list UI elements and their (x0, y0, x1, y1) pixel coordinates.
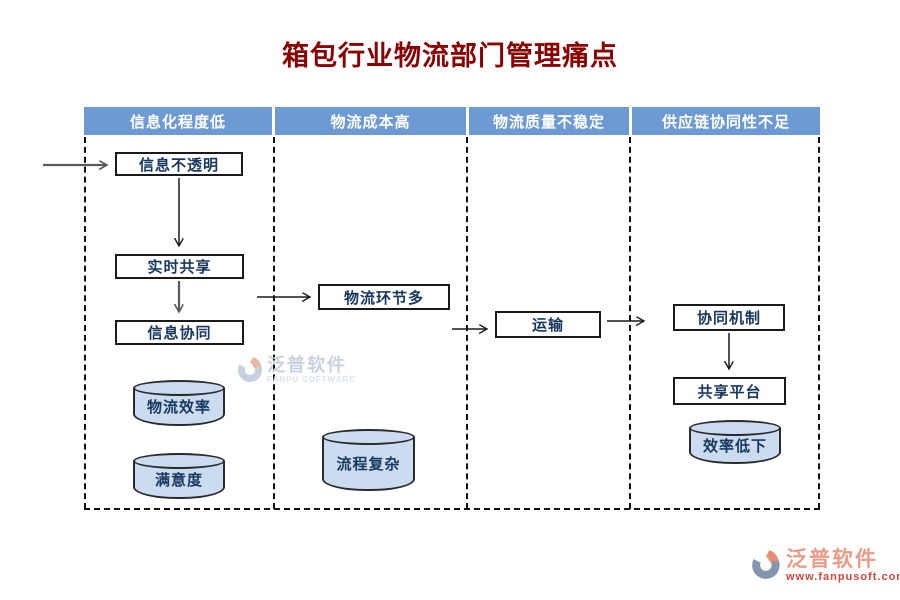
column-header-label: 物流成本高 (330, 113, 411, 131)
box-label: 实时共享 (147, 259, 212, 276)
box-realtime-sharing: 实时共享 (115, 254, 244, 279)
box-label: 共享平台 (697, 383, 762, 401)
box-label: 信息不透明 (138, 156, 219, 174)
page-title: 箱包行业物流部门管理痛点 (282, 41, 618, 71)
footer-brand-name: 泛普软件 (786, 548, 878, 571)
box-label: 协同机制 (696, 310, 761, 327)
column-header-label: 供应链协同性不足 (661, 113, 790, 131)
cylinder-label: 流程复杂 (336, 455, 401, 473)
cylinder-top (133, 453, 225, 469)
box-collaboration-mechanism: 协同机制 (673, 304, 785, 331)
column-header-quality: 物流质量不稳定 (469, 107, 629, 135)
watermark-brand: 泛普软件 (267, 355, 347, 375)
column-header-supply-chain: 供应链协同性不足 (632, 107, 820, 135)
box-many-logistics-links: 物流环节多 (318, 284, 450, 310)
fanpu-logo-icon (238, 357, 262, 382)
cylinder-label: 效率低下 (702, 437, 767, 455)
cylinder-logistics-efficiency: 物流效率 (133, 380, 225, 426)
cylinder-label: 物流效率 (146, 398, 211, 416)
box-transport: 运输 (495, 311, 601, 338)
watermark-subtitle: FANPU SOFTWARE (267, 375, 356, 384)
column-header-informatization: 信息化程度低 (84, 107, 272, 135)
fanpu-logo-icon (752, 550, 780, 579)
cylinder-body: 流程复杂 (322, 437, 415, 491)
box-info-not-transparent: 信息不透明 (115, 152, 243, 176)
lane-divider-1-2 (273, 137, 275, 509)
footer-brand: 泛普软件 www.fanpusoft.com (752, 548, 900, 583)
footer-brand-url: www.fanpusoft.com (786, 571, 900, 583)
cylinder-satisfaction: 满意度 (133, 453, 225, 499)
lane-bottom-border (84, 508, 820, 510)
box-sharing-platform: 共享平台 (673, 377, 786, 405)
cylinder-top (322, 429, 415, 445)
lane-divider-2-3 (466, 137, 468, 509)
column-header-label: 物流质量不稳定 (492, 113, 605, 131)
lane-divider-right (818, 137, 820, 509)
cylinder-top (133, 380, 225, 396)
box-info-collaboration: 信息协同 (115, 320, 244, 345)
cylinder-label: 满意度 (154, 471, 203, 489)
box-label: 运输 (531, 317, 564, 334)
watermark: 泛普软件 FANPU SOFTWARE (238, 355, 356, 384)
box-label: 信息协同 (147, 325, 212, 342)
cylinder-complex-process: 流程复杂 (322, 429, 415, 491)
cylinder-low-efficiency: 效率低下 (689, 420, 781, 464)
column-header-label: 信息化程度低 (129, 113, 226, 131)
cylinder-top (689, 420, 781, 436)
lane-divider-3-4 (629, 137, 631, 509)
lane-divider-left (84, 137, 86, 509)
column-header-cost: 物流成本高 (275, 107, 466, 135)
box-label: 物流环节多 (343, 289, 424, 307)
